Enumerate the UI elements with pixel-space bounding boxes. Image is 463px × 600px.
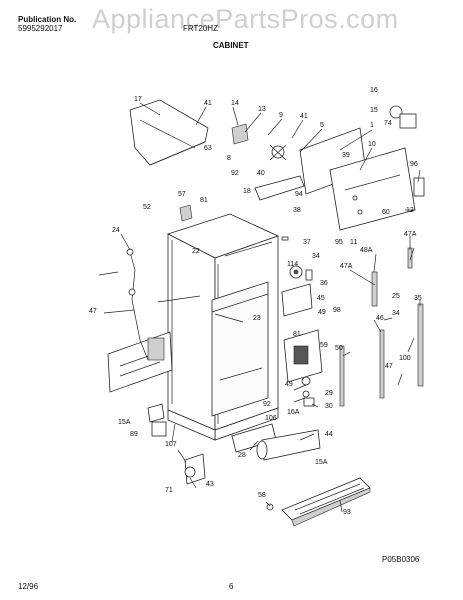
- callout-label: 106: [265, 415, 277, 422]
- model-text: FRT20HZ: [183, 24, 218, 33]
- top-cover-panel: [129, 99, 209, 166]
- callout-label: 34: [392, 310, 400, 317]
- callout-label: 92: [263, 401, 271, 408]
- callout-label: 89: [130, 431, 138, 438]
- callout-label: 44: [325, 431, 333, 438]
- callout-label: 47: [89, 308, 97, 315]
- callout-label: 29: [325, 390, 333, 397]
- callout-label: 58: [258, 492, 266, 499]
- footer-page-number: 6: [229, 582, 234, 591]
- diagram-reference-code: P05B0306: [382, 555, 420, 564]
- callout-label: 41: [300, 113, 308, 120]
- callout-label: 14: [231, 100, 239, 107]
- callout-label: 94: [295, 191, 303, 198]
- top-bracket: [179, 175, 305, 222]
- callout-label: 34: [312, 253, 320, 260]
- watermark: AppliancePartsPros.com: [92, 4, 399, 34]
- fan-assembly: [231, 123, 287, 161]
- callout-label: 107: [165, 441, 177, 448]
- callout-label: 47: [385, 363, 393, 370]
- callout-label: 71: [165, 487, 173, 494]
- callout-label: 28: [238, 452, 246, 459]
- callout-label: 23: [253, 315, 261, 322]
- leader-lines: [98, 102, 421, 513]
- callout-label: 17: [134, 96, 142, 103]
- callout-label: 35: [414, 295, 422, 302]
- callout-label: 39: [342, 152, 350, 159]
- section-title: CABINET: [213, 41, 249, 50]
- callout-label: 47A: [340, 263, 353, 270]
- callout-label: 10: [368, 141, 376, 148]
- cabinet-shell: [166, 213, 280, 441]
- callout-label: 13: [258, 106, 266, 113]
- callout-label: 11: [350, 239, 357, 246]
- callout-label: 49: [318, 309, 326, 316]
- callout-label: 24: [112, 227, 120, 234]
- callout-label: 30: [325, 403, 333, 410]
- callout-label: 96: [410, 161, 418, 168]
- callout-label: 38: [293, 207, 301, 214]
- callout-label: 81: [293, 331, 301, 338]
- leveling-legs: [147, 403, 206, 485]
- publication-number: 5995292017: [18, 24, 63, 33]
- callout-label: 52: [143, 204, 151, 211]
- callout-label: 16: [370, 87, 378, 94]
- callout-label: 43: [206, 481, 214, 488]
- callout-label: 98: [333, 307, 341, 314]
- callout-label: 57: [178, 191, 186, 198]
- callout-label: 15: [370, 107, 378, 114]
- hinge-rod: [126, 248, 149, 361]
- callout-label: 60: [382, 209, 390, 216]
- callout-label: 49: [285, 381, 293, 388]
- callout-label: 59: [320, 342, 328, 349]
- toe-grille: [281, 477, 371, 527]
- callout-label: 48A: [360, 247, 373, 254]
- callout-label: 37: [303, 239, 311, 246]
- callout-label: 93: [343, 509, 351, 516]
- callout-label: 25: [392, 293, 400, 300]
- callout-label: 9: [279, 112, 283, 119]
- callout-label: 81: [200, 197, 208, 204]
- callout-label: 1: [370, 122, 374, 129]
- callout-label: 40: [257, 170, 265, 177]
- callout-label: 46: [376, 315, 384, 322]
- callout-label: 45: [317, 295, 325, 302]
- callout-label: 15A: [315, 459, 328, 466]
- callout-label: 15A: [118, 419, 131, 426]
- callout-label: 41: [204, 100, 212, 107]
- callout-label: 5: [320, 122, 324, 129]
- callout-label: 12: [406, 207, 414, 214]
- rear-access-panel: [107, 331, 173, 393]
- callout-label: 92: [231, 170, 239, 177]
- callout-label: 50: [335, 345, 343, 352]
- callout-label: 16A: [287, 409, 300, 416]
- callout-label: 95: [335, 239, 343, 246]
- callout-label: 36: [320, 280, 328, 287]
- side-strips: [339, 247, 424, 407]
- publication-label: Publication No.: [18, 15, 77, 24]
- callout-label: 100: [399, 355, 411, 362]
- callout-label: 22: [192, 248, 200, 255]
- callout-label: 74: [384, 120, 392, 127]
- callout-label: 114: [287, 261, 298, 268]
- callout-label: 8: [227, 155, 231, 162]
- evaporator-cover: [299, 127, 416, 231]
- control-housing: [281, 265, 323, 383]
- callout-label: 47A: [404, 231, 417, 238]
- callout-label: 18: [243, 188, 251, 195]
- callout-label: 63: [204, 145, 212, 152]
- small-parts: [151, 105, 425, 511]
- footer-date: 12/96: [18, 582, 39, 591]
